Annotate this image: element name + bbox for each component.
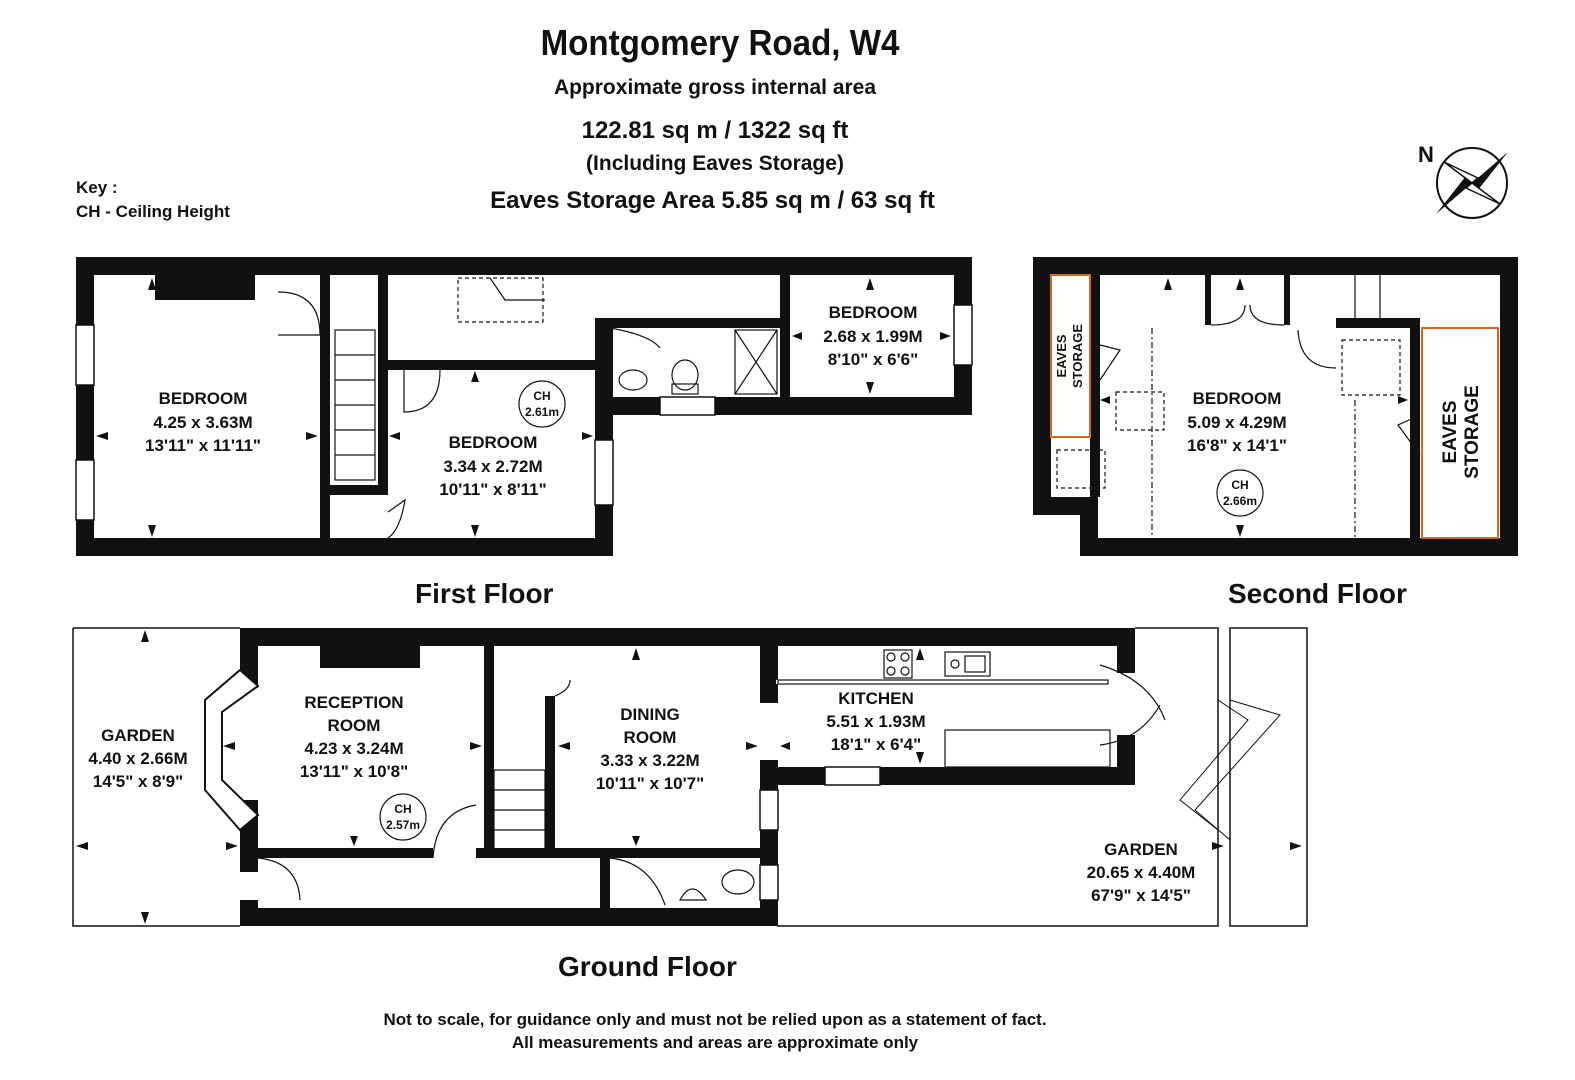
ff-bedroom-3-name: BEDROOM (829, 303, 918, 322)
ff-bedroom-1-metric: 4.25 x 3.63M (153, 413, 252, 432)
second-floor-eaves (1050, 274, 1499, 539)
ff-bedroom-2-imperial: 10'11" x 8'11" (439, 480, 546, 499)
eaves-area: Eaves Storage Area 5.85 sq m / 63 sq ft (490, 187, 935, 214)
ground-floor-bay-window (204, 668, 260, 832)
sf-bedroom-name: BEDROOM (1193, 389, 1282, 408)
ground-floor-dimension-arrows (76, 630, 1302, 924)
total-area: 122.81 sq m / 1322 sq ft (581, 117, 849, 144)
gf-garden-rear-name: GARDEN (1104, 840, 1178, 859)
ff-ch-label: CH (533, 389, 550, 403)
gf-dining-metric: 3.33 x 3.22M (600, 751, 699, 770)
ff-bedroom-1-imperial: 13'11" x 11'11" (145, 436, 261, 455)
sf-bedroom-metric: 5.09 x 4.29M (1187, 413, 1286, 432)
gf-reception-name-2: ROOM (328, 716, 381, 735)
sf-eaves-left-label: EAVES STORAGE (1054, 324, 1085, 388)
gf-garden-front-metric: 4.40 x 2.66M (88, 749, 187, 768)
gf-kitchen-metric: 5.51 x 1.93M (826, 712, 925, 731)
sf-ceiling-height-badge: CH 2.66m (1216, 469, 1264, 517)
ff-ceiling-height-badge: CH 2.61m (518, 380, 566, 428)
floor-label-ground: Ground Floor (558, 951, 737, 982)
gf-garden-rear-metric: 20.65 x 4.40M (1087, 863, 1196, 882)
ground-floor-fixtures (257, 649, 1166, 906)
disclaimer-line-2: All measurements and areas are approxima… (511, 1033, 919, 1052)
compass-icon (1436, 147, 1508, 219)
gf-dining-imperial: 10'11" x 10'7" (596, 774, 704, 793)
area-note: (Including Eaves Storage) (586, 152, 844, 175)
gf-kitchen-imperial: 18'1" x 6'4" (831, 735, 921, 754)
ff-bedroom-2-name: BEDROOM (449, 433, 538, 452)
key-entry: CH - Ceiling Height (76, 202, 230, 221)
ff-bedroom-1-name: BEDROOM (159, 389, 248, 408)
gf-reception-imperial: 13'11" x 10'8" (300, 762, 408, 781)
sf-ch-label: CH (1231, 478, 1248, 492)
area-subtitle: Approximate gross internal area (553, 76, 877, 99)
ff-ch-value: 2.61m (525, 405, 559, 419)
sf-ch-value: 2.66m (1223, 494, 1257, 508)
sf-eaves-right-label: EAVES STORAGE (1440, 385, 1483, 479)
second-floor-dimension-arrows (1100, 278, 1408, 537)
sf-bedroom-imperial: 16'8" x 14'1" (1187, 436, 1287, 455)
first-floor-windows (75, 304, 973, 521)
gf-ceiling-height-badge: CH 2.57m (379, 793, 427, 841)
first-floor-dimension-arrows (96, 278, 951, 537)
ground-floor-gardens (72, 627, 1308, 927)
gf-dining-name-2: ROOM (624, 728, 677, 747)
gf-dining-name-1: DINING (620, 705, 680, 724)
ff-bedroom-2-metric: 3.34 x 2.72M (443, 457, 542, 476)
sf-eaves-left-line2: STORAGE (1070, 324, 1085, 388)
gf-reception-name-1: RECEPTION (304, 693, 403, 712)
first-floor-fixtures (277, 277, 778, 539)
ff-bedroom-3-metric: 2.68 x 1.99M (823, 327, 922, 346)
gf-garden-front-name: GARDEN (101, 726, 175, 745)
sf-eaves-left-line1: EAVES (1054, 334, 1069, 377)
ground-floor-windows (759, 766, 881, 901)
gf-garden-front-imperial: 14'5" x 8'9" (93, 772, 183, 791)
gf-garden-rear-imperial: 67'9" x 14'5" (1091, 886, 1191, 905)
sf-eaves-right-line2: STORAGE (1462, 385, 1483, 479)
second-floor-plan (1033, 257, 1518, 556)
key-title: Key : (76, 178, 118, 197)
disclaimer-line-1: Not to scale, for guidance only and must… (383, 1010, 1047, 1029)
second-floor-fixtures (1056, 275, 1421, 538)
gf-ch-value: 2.57m (386, 818, 420, 832)
sf-eaves-right-line1: EAVES (1440, 400, 1461, 463)
gf-reception-metric: 4.23 x 3.24M (304, 739, 403, 758)
compass-north-label: N (1418, 142, 1434, 167)
ff-bedroom-3-imperial: 8'10" x 6'6" (828, 350, 918, 369)
plan-title: Montgomery Road, W4 (540, 22, 900, 63)
floor-label-second: Second Floor (1228, 578, 1407, 609)
gf-ch-label: CH (394, 802, 411, 816)
gf-kitchen-name: KITCHEN (838, 689, 914, 708)
floor-label-first: First Floor (415, 578, 554, 609)
